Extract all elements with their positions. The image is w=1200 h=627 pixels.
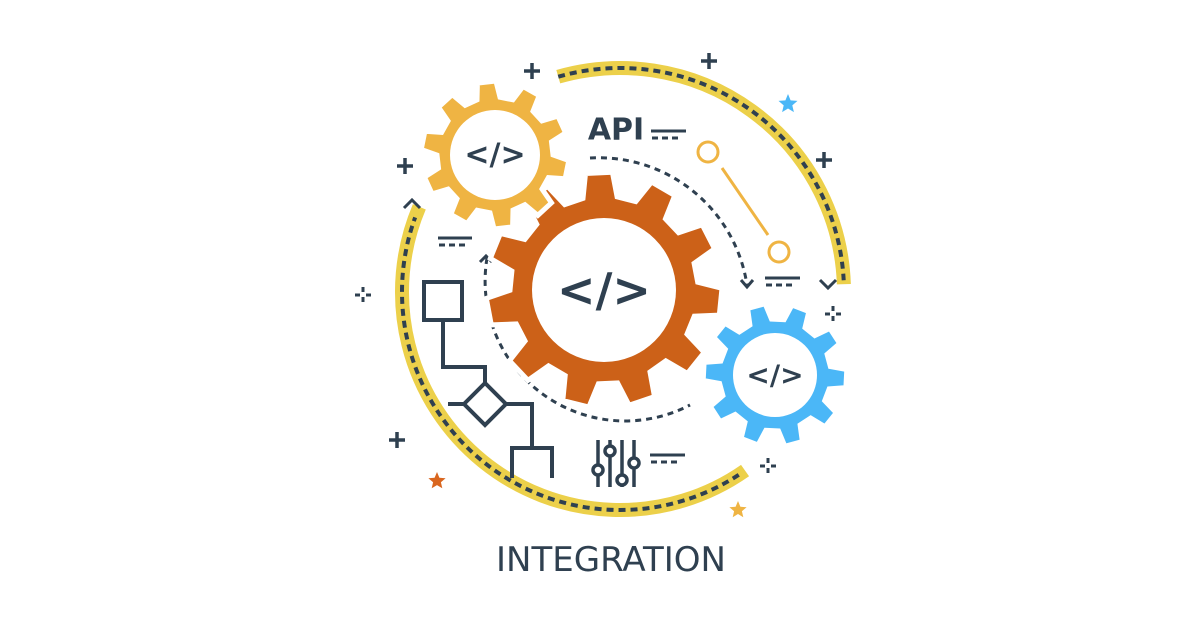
connector-line	[720, 167, 770, 236]
orange-gear-hole	[532, 218, 676, 362]
blue-star-icon	[778, 94, 798, 113]
api-label: API	[588, 113, 644, 148]
inner-dashed-arc	[589, 156, 749, 286]
code-icon: </>	[464, 138, 525, 173]
sparkle-icons	[355, 287, 841, 473]
arrow-head-left	[402, 197, 422, 210]
node-circle	[696, 140, 720, 164]
node-circle	[767, 240, 791, 264]
yellow-arc-top-right	[556, 61, 851, 285]
text-line-icons	[438, 129, 800, 464]
flowchart-icon	[422, 280, 554, 478]
arrow-head-right	[818, 278, 838, 291]
sliders-icon	[591, 440, 641, 487]
yellow-gear-hole	[450, 110, 540, 200]
orange-gear: </>	[483, 169, 725, 410]
integration-title: INTEGRATION	[496, 540, 726, 580]
plus-icons	[389, 53, 832, 448]
orange-star-icon	[428, 472, 446, 489]
dashed-arc-left-bottom	[400, 216, 740, 512]
blue-gear-hole	[733, 333, 817, 417]
yellow-star-icon	[729, 501, 747, 518]
yellow-gear: </>	[418, 78, 572, 232]
code-icon: </>	[746, 359, 803, 392]
code-icon: </>	[557, 263, 651, 317]
arrow-head-inner	[739, 279, 755, 290]
blue-gear: </>	[700, 300, 850, 450]
